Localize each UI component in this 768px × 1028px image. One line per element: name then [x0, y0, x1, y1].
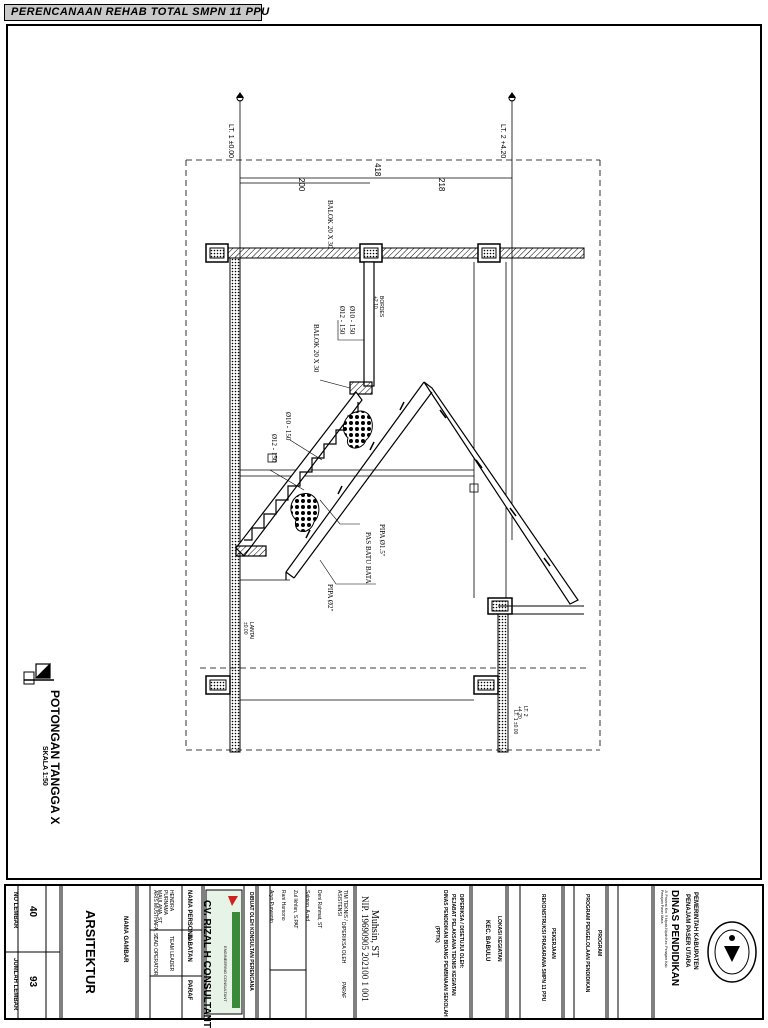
rebar-label-2: Ø12 - 150 [338, 306, 346, 335]
approval-line-2: PEJABAT PELAKSANA TEKNIS KEGIATAN [450, 894, 456, 996]
inner-lines [240, 262, 507, 701]
lokasi-value: KEC. BABULU [484, 920, 490, 962]
lantai-label: LANTAI±0.00 [242, 622, 254, 640]
pekerjaan-label: PEKERJAAN [550, 928, 556, 959]
agency-seal-icon [707, 921, 757, 983]
stair-flight [235, 391, 363, 557]
personnel-row-2-role: CAD OPERATOR [152, 936, 158, 976]
rebar-label-1: Ø10 - 150 [348, 306, 356, 335]
dim-right: 218 [437, 178, 446, 192]
team-header-left: TIM TEKNIS / ASISTENSI [336, 890, 348, 921]
level-marker-icon [236, 92, 516, 102]
consultant-logo-icon [228, 896, 238, 906]
program-label: PROGRAM [596, 930, 602, 957]
section-marker-icon [23, 662, 54, 685]
title-block: NO LEMBAR JUMLAH LEMBAR 40 93 ARSITEKTUR… [4, 884, 764, 1028]
right-wall [473, 597, 584, 753]
left-lt1-label: LT. 1 ±0.00 [512, 710, 518, 735]
rebar-label-3: Ø10 - 150 [284, 412, 292, 441]
approval-line-3: DINAS PENDIDIKAN BIDANG PEMBINAAN SEKOLA… [442, 890, 448, 1017]
railing-posts [305, 401, 551, 567]
leader-lines [269, 320, 376, 585]
team-header-right: PARAF [340, 982, 346, 999]
drawing-scale: SKALA 1:50 [41, 746, 48, 786]
personnel-col3-head: PARAF [186, 980, 192, 1001]
bordes-beam [349, 261, 375, 395]
consultant-sub: ENGINEERING CONSULTANT [223, 946, 228, 1002]
team-name-1: Deni Rahmat, ST [316, 890, 322, 929]
agency-line-1: PEMERINTAH KABUPATEN [692, 892, 698, 970]
drawing-frame [6, 24, 762, 880]
grid-lines [185, 159, 601, 751]
lt1-label: LT. 1 ±0.00 [227, 124, 234, 159]
team-header-mid: DIPERIKSA OLEH [340, 922, 346, 964]
drawing-title: POTONGAN TANGGA X [48, 690, 62, 825]
left-wall [205, 257, 241, 753]
agency-line-4: Jl. Provinsi Km. 9 Nipah-Nipah Kec. Pena… [660, 890, 668, 969]
consultant-label: DIBUAT OLEH KONSULTAN PERENCANA [248, 892, 254, 991]
dim-total: 418 [373, 163, 382, 177]
team-name-4: Rani Harsono [280, 890, 286, 921]
agency-line-2: PENAJAM PASER UTARA [684, 894, 690, 968]
rebar-label-4: Ø12 - 150 [270, 434, 278, 463]
lokasi-label: LOKASI KEGIATAN [496, 916, 502, 962]
balok-top-label: BALOK 20 X 30 [326, 200, 334, 249]
personnel-row-1-name: HENDRA PURNAMA MAULANA, ST [156, 890, 174, 924]
nama-gambar-value: ARSITEKTUR [83, 910, 98, 994]
personnel-row-1-role: TEAM LEADER [168, 936, 174, 972]
pekerjaan-value: REKONSTRUKSI PRASARANA SMPN 11 PPU [540, 894, 546, 1002]
project-title: PERENCANAAN REHAB TOTAL SMPN 11 PPU [11, 6, 270, 18]
jumlah-lembar-label: JUMLAH LEMBAR [12, 958, 18, 1011]
balok-mid-label: BALOK 20 X 30 [312, 324, 320, 373]
program-value: PROGRAM PENGELOLAAN PENDIDIKAN [584, 894, 590, 993]
top-slab [205, 243, 585, 263]
pipa-label-1: PIPA Ø1.5" [378, 524, 386, 557]
upper-flight [285, 381, 579, 605]
team-name-2: Salmon, A.md [304, 890, 310, 922]
signer-name: Muhsin, ST [369, 910, 380, 958]
jumlah-lembar-value: 93 [27, 976, 38, 988]
brick-infill [290, 410, 373, 532]
team-name-5: Aryo Purwanto [268, 890, 274, 923]
agency-line-3: DINAS PENDIDIKAN [669, 890, 680, 987]
signer-nip: NIP. 19690905 202100 1 001 [360, 896, 370, 1002]
approval-line-4: (PPTK) [434, 926, 440, 943]
no-lembar-value: 40 [27, 906, 38, 918]
lt2-label: LT. 2 +4.20 [499, 124, 506, 159]
bordes-label: BORDES+2.10 [372, 296, 384, 318]
approval-line-1: DIPERIKSA / DISETUJUI OLEH: [458, 894, 464, 969]
pas-batu-label: PAS BATU BATA [364, 532, 372, 584]
no-lembar-label: NO LEMBAR [12, 892, 18, 929]
level-grid-squares [267, 453, 479, 493]
personnel-col2-head: JABATAN [186, 934, 192, 962]
personnel-row-2-name: ARIS MUSTHAFA, ST [152, 890, 158, 940]
team-name-3: Zul Ikhfan, S.PAT [292, 890, 298, 929]
consultant-name: CV. RIZAL H CONSULTANT [201, 900, 212, 1028]
personnel-col1-head: NAMA PERSONIL [186, 890, 192, 941]
title-block-grid [6, 886, 757, 1018]
dim-left: 200 [297, 178, 306, 192]
pipa-label-2: PIPA Ø2" [326, 584, 334, 612]
project-header: PERENCANAAN REHAB TOTAL SMPN 11 PPU [4, 4, 269, 21]
nama-gambar-label: NAMA GAMBAR [122, 916, 128, 963]
